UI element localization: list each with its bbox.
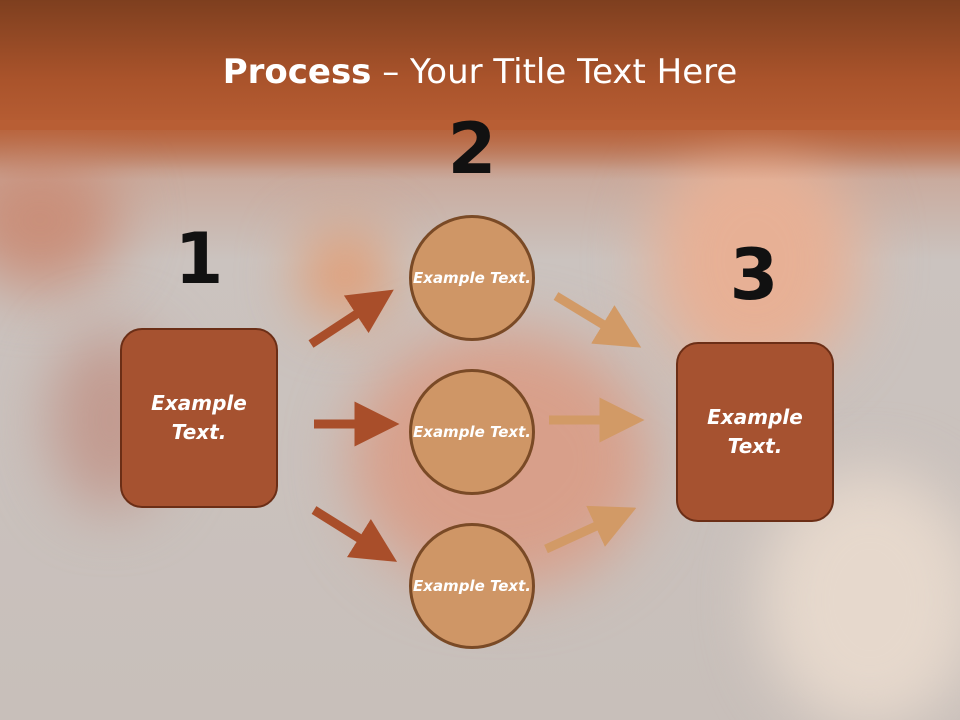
bg-blob [650, 140, 860, 380]
arrow-right-top [553, 292, 642, 348]
process-circle-top: Example Text. [409, 215, 535, 341]
arrow-left-bottom [311, 506, 398, 562]
title-bar [0, 0, 960, 130]
title-bold: Process [222, 52, 372, 92]
process-box-right: Example Text. [676, 342, 834, 522]
arrow-right-bottom [544, 505, 637, 554]
slide-title: Process – Your Title Text Here [0, 52, 960, 92]
title-rest: – Your Title Text Here [371, 52, 738, 92]
title-bar-fade [0, 120, 960, 180]
process-box-left: Example Text. [120, 328, 278, 508]
arrow-left-top [308, 289, 394, 348]
process-circle-middle: Example Text. [409, 369, 535, 495]
step-number-2: 2 [447, 108, 497, 190]
process-circle-bottom: Example Text. [409, 523, 535, 649]
step-number-3: 3 [729, 234, 779, 316]
step-number-1: 1 [174, 218, 224, 300]
